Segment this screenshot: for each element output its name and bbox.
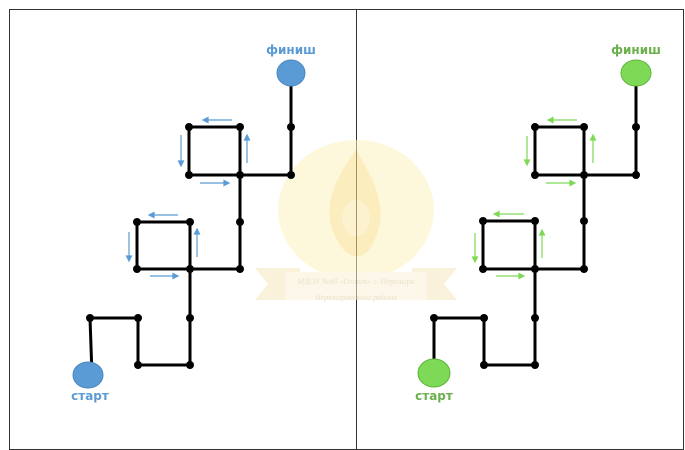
watermark-line2: Нерюнгринского района: [314, 293, 397, 302]
left-finish-label: финиш: [266, 43, 316, 57]
left-start-label: старт: [71, 389, 109, 403]
watermark-line1: МДОУ №60 «Огонек» г. Нерюнгри: [296, 277, 414, 286]
left-path: финиш старт: [71, 43, 316, 403]
right-start-marker: [417, 358, 451, 388]
left-start-marker: [72, 361, 104, 389]
right-finish-marker: [620, 59, 652, 87]
right-arrows: [471, 116, 597, 280]
left-path-nodes: [86, 123, 295, 369]
left-finish-marker: [276, 59, 306, 87]
left-arrows: [125, 116, 251, 280]
right-path: финиш старт: [415, 43, 661, 403]
watermark: МДОУ №60 «Огонек» г. Нерюнгри Нерюнгринс…: [255, 140, 457, 302]
right-finish-label: финиш: [611, 43, 661, 57]
right-start-label: старт: [415, 389, 453, 403]
right-path-nodes: [430, 123, 640, 369]
